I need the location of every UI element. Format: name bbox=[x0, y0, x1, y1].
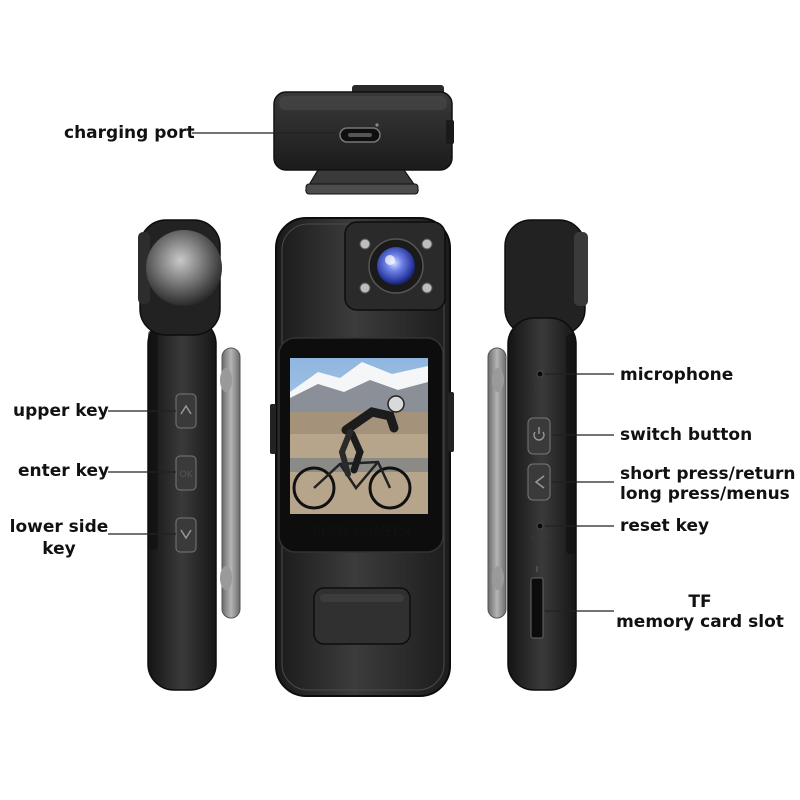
camera-head bbox=[344, 221, 446, 311]
short-press-label-line2: long press/menus bbox=[620, 484, 790, 504]
charging-port-label: charging port bbox=[64, 123, 195, 143]
screen-caption: BODY CAMERA bbox=[312, 525, 412, 540]
lower-side-key-label-line2: key bbox=[42, 539, 76, 559]
microphone-label: microphone bbox=[620, 365, 734, 385]
tf-card-slot[interactable] bbox=[530, 566, 544, 639]
top-view bbox=[273, 85, 454, 195]
return-icon bbox=[534, 475, 545, 489]
lower-side-key-label: lower side key bbox=[6, 516, 112, 560]
enter-key-label: enter key bbox=[18, 461, 110, 481]
switch-button[interactable] bbox=[527, 417, 551, 455]
left-side-view: OK bbox=[138, 219, 241, 691]
upper-key-label: upper key bbox=[13, 401, 109, 421]
usb-c-port-icon bbox=[339, 127, 381, 143]
lower-side-key[interactable] bbox=[175, 517, 197, 553]
reset-marking: RESET bbox=[530, 536, 550, 543]
reset-key-label: reset key bbox=[620, 516, 710, 536]
enter-key[interactable]: OK bbox=[175, 455, 197, 491]
camera-lens-icon bbox=[377, 247, 415, 285]
power-icon bbox=[533, 427, 545, 441]
reset-hole[interactable]: RESET bbox=[530, 522, 550, 543]
front-view: BODY CAMERA bbox=[270, 217, 454, 697]
short-press-label-line1: short press/return bbox=[620, 464, 796, 484]
short-press-label: short press/return long press/menus bbox=[620, 463, 796, 505]
microphone-hole: MIC bbox=[534, 370, 546, 390]
lower-side-key-label-line1: lower side bbox=[9, 517, 109, 537]
screen: BODY CAMERA bbox=[278, 337, 444, 553]
tf-slot-label-line2: memory card slot bbox=[616, 612, 784, 632]
cyclist bbox=[292, 395, 412, 510]
switch-button-label: switch button bbox=[620, 425, 753, 445]
right-side-view: MIC RESET bbox=[487, 219, 588, 691]
short-press-return-button[interactable] bbox=[527, 463, 551, 501]
chevron-down-icon bbox=[180, 529, 192, 540]
tf-slot-label: TF memory card slot bbox=[614, 591, 786, 633]
mic-marking: MIC bbox=[534, 383, 545, 390]
leader-lines bbox=[108, 132, 614, 612]
chevron-up-icon bbox=[180, 404, 192, 415]
upper-key[interactable] bbox=[175, 393, 197, 429]
ok-key-marking: OK bbox=[180, 470, 194, 480]
tf-slot-label-line1: TF bbox=[688, 592, 712, 612]
